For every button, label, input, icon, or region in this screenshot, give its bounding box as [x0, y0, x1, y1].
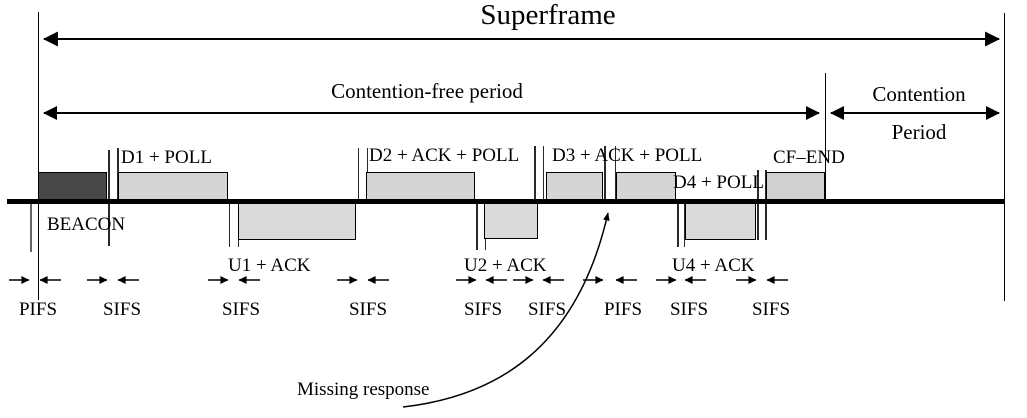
frame-box-beacon — [38, 172, 107, 201]
boundary-tick — [757, 170, 759, 240]
d1-poll-label: D1 + POLL — [121, 147, 212, 168]
frame-box-d4-poll — [616, 172, 676, 201]
boundary-tick — [534, 146, 536, 201]
boundary-tick — [117, 148, 119, 201]
frame-box-d3-ack-poll — [546, 172, 603, 201]
superframe-start-line — [37, 12, 39, 300]
boundary-tick — [614, 146, 616, 201]
cfp-end-line — [824, 73, 826, 201]
interval-label-sifs: SIFS — [751, 299, 791, 320]
frame-box-cf-end — [766, 172, 825, 201]
boundary-tick — [108, 150, 110, 246]
frame-box-d2-ack-poll — [366, 172, 475, 201]
interval-label-sifs: SIFS — [348, 299, 388, 320]
boundary-tick — [357, 148, 359, 201]
superframe-title: Superframe — [480, 0, 616, 31]
interval-label-pifs: PIFS — [603, 299, 643, 320]
d2-ack-poll-label: D2 + ACK + POLL — [369, 145, 520, 166]
d3-ack-poll-label: D3 + ACK + POLL — [552, 145, 703, 166]
missing-response-arrow — [402, 212, 610, 408]
u2-ack-label: U2 + ACK — [464, 255, 547, 276]
missing-response-label: Missing response — [297, 379, 430, 400]
interval-label-pifs: PIFS — [18, 299, 58, 320]
frame-box-d1-poll — [118, 172, 228, 201]
interval-label-sifs: SIFS — [221, 299, 261, 320]
contention-period-label-line2: Period — [891, 120, 947, 144]
u4-ack-label: U4 + ACK — [672, 255, 755, 276]
interval-label-sifs: SIFS — [463, 299, 503, 320]
frame-box-u4-ack — [685, 202, 756, 240]
boundary-tick — [677, 202, 679, 247]
contention-free-period-label: Contention-free period — [331, 79, 523, 103]
superframe-end-line — [1003, 13, 1005, 301]
cf-end-label: CF–END — [773, 147, 845, 168]
timeline — [7, 199, 1004, 204]
frame-box-u2-ack — [484, 202, 538, 239]
d4-poll-label: D4 + POLL — [673, 172, 764, 193]
boundary-tick — [476, 202, 478, 250]
interval-label-sifs: SIFS — [669, 299, 709, 320]
interval-label-sifs: SIFS — [527, 299, 567, 320]
beacon-label: BEACON — [47, 214, 126, 235]
boundary-tick — [604, 146, 606, 201]
boundary-tick — [683, 202, 685, 247]
boundary-tick — [542, 146, 544, 201]
interval-label-sifs: SIFS — [102, 299, 142, 320]
contention-period-label-line1: Contention — [872, 82, 966, 106]
boundary-tick — [30, 203, 32, 252]
boundary-tick — [228, 202, 230, 247]
u1-ack-label: U1 + ACK — [228, 255, 311, 276]
boundary-tick — [765, 170, 767, 240]
frame-box-u1-ack — [238, 202, 356, 240]
